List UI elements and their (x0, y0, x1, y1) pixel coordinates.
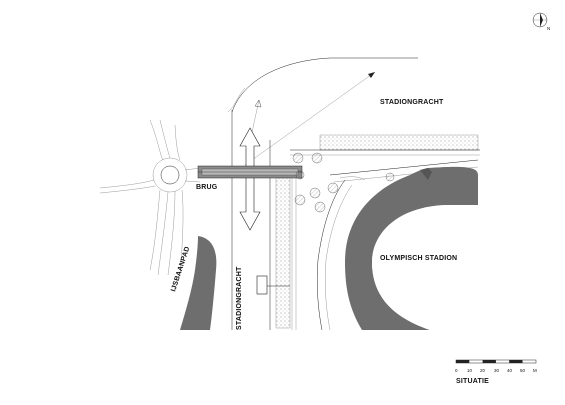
olympic-stadium (345, 166, 478, 330)
scale-tick-20: 20 (480, 368, 486, 373)
label-ijsbaanpad: IJSBAANPAD (170, 246, 191, 293)
bridge (197, 165, 303, 179)
label-stadiongracht-vertical: STADIONGRACHT (236, 266, 243, 330)
sightline-arrows (244, 71, 376, 166)
roundabout (99, 119, 201, 276)
scale-tick-30: 30 (494, 368, 500, 373)
top-road (227, 57, 418, 113)
planted-strip (275, 177, 297, 330)
scale-title: SITUATIE (456, 378, 489, 385)
curved-road-surface (180, 236, 217, 330)
scale-tick-0: 0 (455, 368, 458, 373)
stadium-paths (316, 159, 479, 331)
scale-tick-40: 40 (507, 368, 513, 373)
small-structure (256, 275, 290, 295)
label-olympisch-stadion: OLYMPISCH STADION (380, 255, 457, 262)
scale-bar: 0 10 20 30 40 50 M SITUATIE (455, 359, 537, 385)
scale-tick-10: 10 (467, 368, 473, 373)
label-stadiongracht-top: STADIONGRACHT (380, 99, 444, 106)
scale-unit: M (533, 368, 537, 373)
canal-flow-arrow (239, 127, 261, 231)
scale-tick-50: 50 (520, 368, 526, 373)
north-letter: N (547, 26, 550, 31)
north-arrow-icon: N (532, 12, 550, 31)
label-brug: BRUG (196, 184, 218, 191)
tree-band-top (290, 134, 480, 156)
trees (292, 152, 395, 213)
